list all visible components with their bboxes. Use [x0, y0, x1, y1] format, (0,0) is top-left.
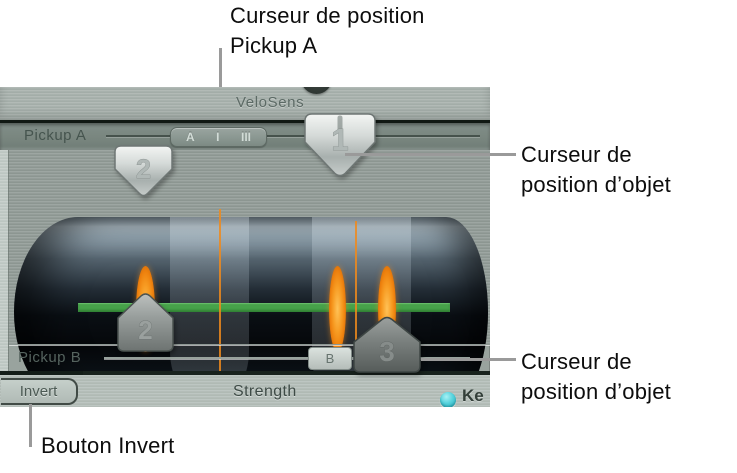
- callout-invert-button: Bouton Invert: [41, 433, 175, 458]
- callout-object-position-top: Curseur de position d’objet: [521, 140, 671, 200]
- object-2-marker-top[interactable]: 2: [114, 145, 173, 198]
- pickup-b-position-slider[interactable]: B: [308, 347, 352, 370]
- object-2-marker-top-number: 2: [136, 154, 151, 184]
- object-2-marker-bottom-number: 2: [138, 315, 152, 345]
- pickup-a-position-line: [219, 209, 221, 405]
- pickup-a-label: Pickup A: [24, 127, 87, 144]
- object-3-marker-bottom[interactable]: 3: [353, 315, 421, 373]
- callout-object-bottom-line2: position d’objet: [521, 379, 671, 404]
- callout-object-position-bottom: Curseur de position d’objet: [521, 347, 671, 407]
- callout-pickup-a-line1: Curseur de position: [230, 3, 425, 28]
- pickup-b-label: Pickup B: [18, 349, 82, 366]
- callout-object-top-line2: position d’objet: [521, 172, 671, 197]
- invert-button-label: Invert: [19, 383, 58, 400]
- callout-line-invert: [29, 404, 32, 447]
- pickup-a-position-slider[interactable]: A I III: [170, 127, 267, 147]
- callout-object-top-line1: Curseur de: [521, 142, 632, 167]
- top-metal-strip: VeloSens: [0, 87, 490, 122]
- callout-pickup-a-position: Curseur de position Pickup A: [230, 1, 425, 61]
- callout-object-bottom-line1: Curseur de: [521, 349, 632, 374]
- pickup-b-slider-letter: B: [325, 351, 335, 366]
- panel-separator-bottom: [0, 371, 490, 375]
- callout-line-object-top: [345, 153, 516, 156]
- strength-label: Strength: [233, 383, 297, 400]
- key-led-indicator[interactable]: [440, 392, 456, 407]
- invert-button[interactable]: Invert: [1, 378, 78, 405]
- object-1-marker-top[interactable]: 1: [304, 113, 376, 178]
- callout-pickup-a-line2: Pickup A: [230, 33, 318, 58]
- pickup-a-slider-mark2: III: [240, 130, 251, 144]
- velosens-knob[interactable]: [301, 87, 332, 94]
- pickup-a-row: Pickup A A I III: [0, 123, 490, 150]
- pickup-b-slider-track[interactable]: [104, 357, 470, 359]
- velosens-label: VeloSens: [236, 94, 305, 111]
- left-frame-strip: [0, 150, 9, 371]
- string-green-line: [78, 303, 450, 312]
- object-1-contact-ellipse: [329, 266, 346, 352]
- panel-separator-top: [0, 120, 490, 123]
- pickup-a-slider-mark1: I: [216, 130, 220, 144]
- pickup-b-row: Pickup B B: [0, 344, 490, 371]
- object-position-line: [355, 221, 357, 405]
- object-3-marker-bottom-number: 3: [379, 336, 395, 367]
- callout-line-object-bottom: [421, 358, 516, 361]
- pickup-a-slider-letter: A: [186, 130, 195, 144]
- sculpture-pickup-panel: VeloSens Pickup A A I III: [0, 87, 490, 407]
- object-2-marker-bottom[interactable]: 2: [117, 292, 174, 352]
- pickup-a-slider-track[interactable]: [106, 135, 480, 137]
- bottom-metal-strip: Invert Strength Ke: [0, 375, 490, 407]
- key-label-partial: Ke: [462, 386, 484, 405]
- object-1-marker-top-number: 1: [331, 122, 348, 157]
